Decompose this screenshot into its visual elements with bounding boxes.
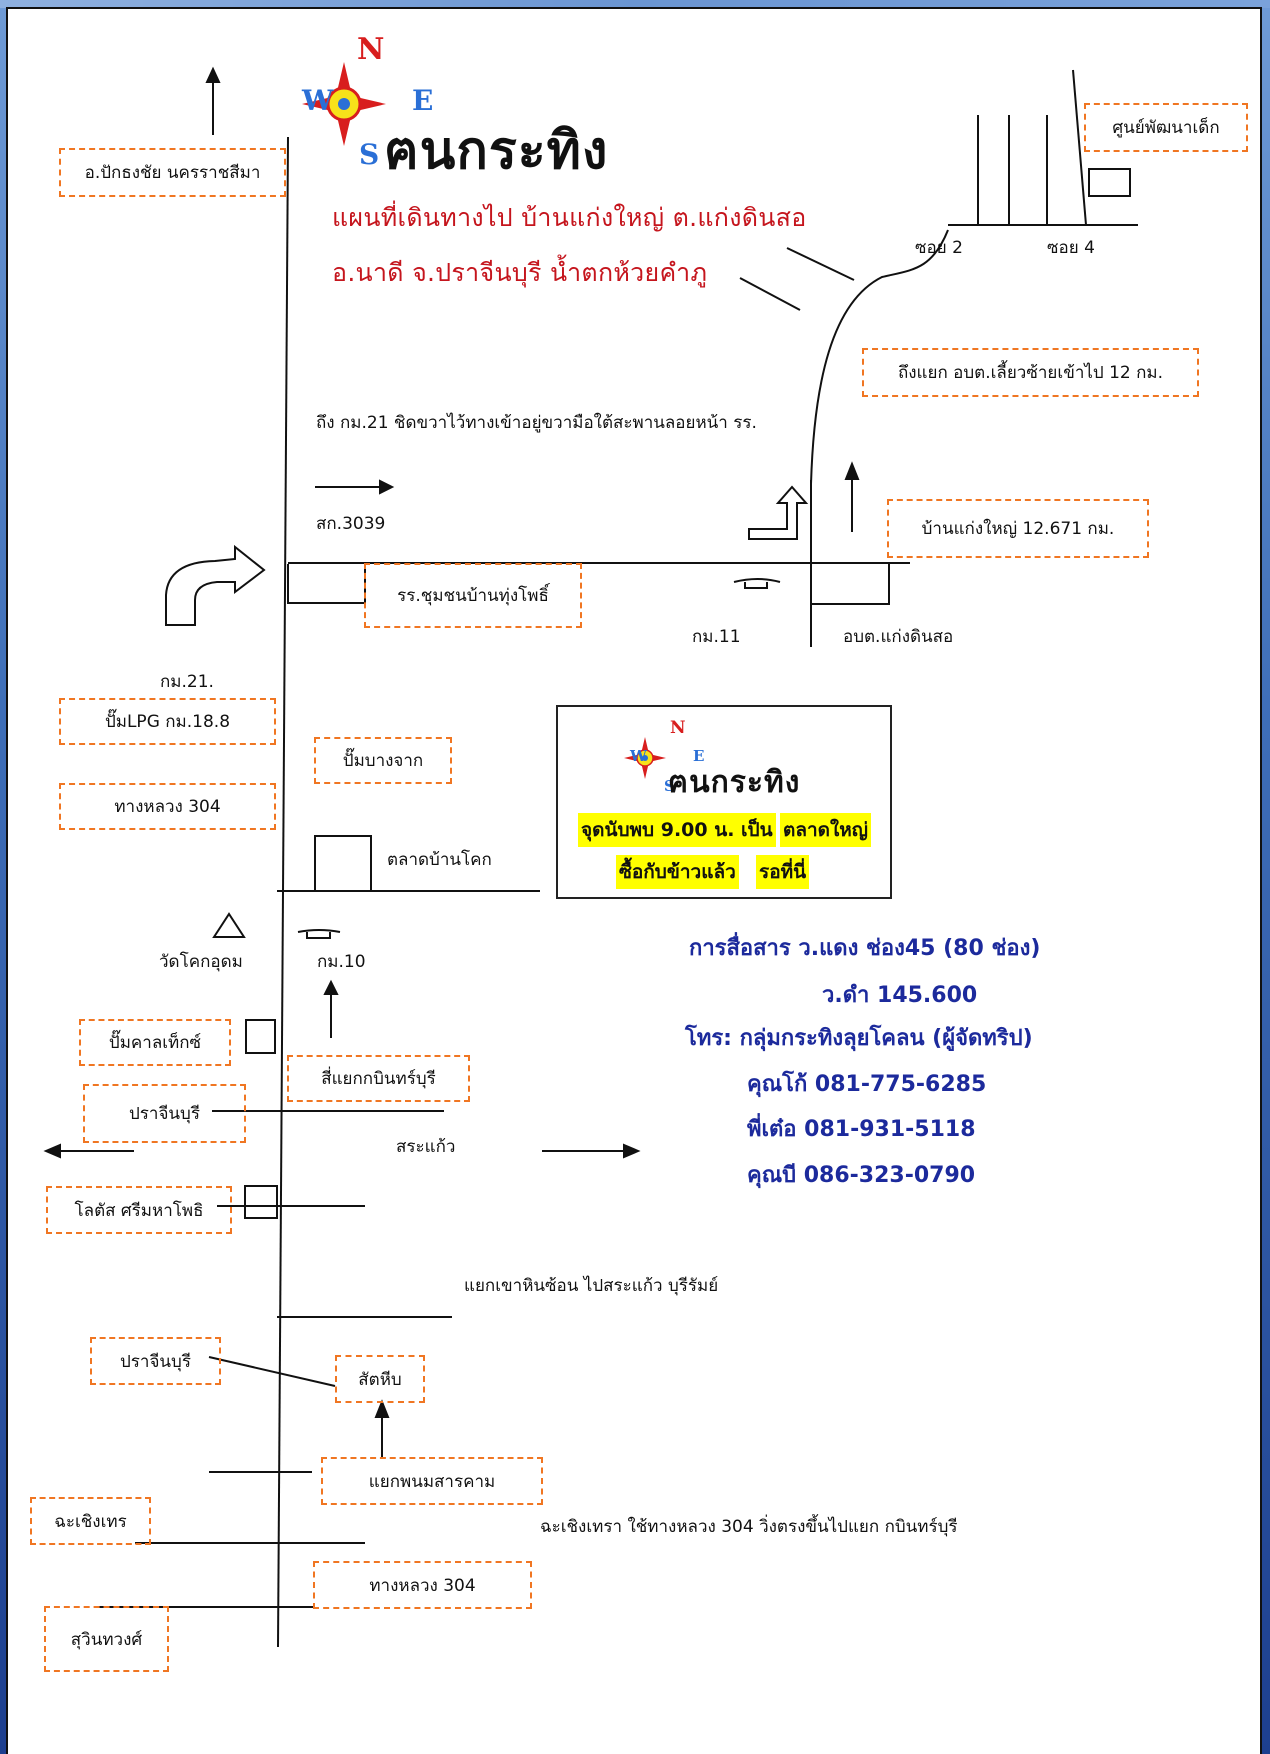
box-kabin-buri-junction: สี่แยกกบินทร์บุรี: [287, 1055, 470, 1102]
map-title-line1: แผนที่เดินทางไป บ้านแก่งใหญ่ ต.แก่งดินสอ: [332, 203, 807, 232]
compass-south: S: [359, 138, 380, 171]
box-suwinthawong: สุวินทวงศ์: [44, 1606, 169, 1672]
curved-road-to-soi: [810, 229, 949, 485]
soi-line-4: [1072, 69, 1087, 226]
meeting-time: จุดนับพบ 9.00 น. เป็น: [578, 813, 776, 847]
road-3039-arrow-head: [379, 479, 395, 495]
box-ban-kaeng-yai: บ้านแก่งใหญ่ 12.671 กม.: [887, 499, 1149, 558]
child-center-building: [1088, 168, 1131, 197]
compass-south-small: S: [664, 777, 675, 795]
box-caltex-pump: ปั๊มคาลเท็กซ์: [79, 1019, 231, 1066]
right-arrow-head: [623, 1143, 641, 1159]
compass-north-small: N: [670, 718, 686, 738]
obt-building: [811, 564, 890, 605]
box-child-center: ศูนย์พัฒนาเด็ก: [1084, 103, 1248, 152]
school-building: [287, 564, 366, 604]
compass-north: N: [357, 32, 385, 67]
box-bang-chak-pump: ปั๊มบางจาก: [314, 737, 452, 784]
compass-rose-icon: [302, 62, 386, 146]
brand-name: ฅนกระทิง: [384, 121, 609, 181]
label-khao-hin-son: แยกเขาหินซ้อน ไปสระแก้ว บุรีรัมย์: [464, 1276, 719, 1296]
label-soi-2: ซอย 2: [915, 238, 963, 258]
compass-rose-icon-small: [624, 737, 666, 779]
pointer-line-2: [739, 277, 801, 311]
box-obt-turn-left: ถึงแยก อบต.เลี้ยวซ้ายเข้าไป 12 กม.: [862, 348, 1199, 397]
box-pak-thong-chai: อ.ปักธงชัย นครราชสีมา: [59, 148, 286, 197]
km10-arrow-head: [323, 979, 339, 995]
label-obt-kaeng-din-so: อบต.แก่งดินสอ: [843, 627, 954, 647]
temple-triangle: [212, 912, 246, 938]
label-km11: กม.11: [692, 627, 741, 647]
box-prachin-buri-2: ปราจีนบุรี: [90, 1337, 221, 1385]
right-then-up-arrow: [748, 485, 809, 540]
contact-phone-toe[interactable]: พี่เต๋อ 081-931-5118: [747, 1117, 976, 1142]
box-highway-304-top: ทางหลวง 304: [59, 783, 276, 830]
label-km21: กม.21.: [160, 672, 214, 692]
compass-west: W: [302, 84, 334, 117]
box-chachoengsao: ฉะเชิงเทร: [30, 1497, 151, 1545]
contact-phone-bee[interactable]: คุณบี 086-323-0790: [747, 1163, 976, 1188]
box-school-thung-pho: รร.ชุมชนบ้านทุ่งโพธิ์: [364, 563, 582, 628]
box-sat-hip: สัตหีบ: [335, 1355, 425, 1403]
box-prachin-buri-1: ปราจีนบุรี: [83, 1084, 246, 1143]
caltex-building: [245, 1019, 276, 1054]
box-highway-304-bottom: ทางหลวง 304: [313, 1561, 532, 1609]
map-title-line2: อ.นาดี จ.ปราจีนบุรี น้ำตกห้วยคำภู: [332, 258, 708, 287]
prachin-sat-hip-road: [208, 1356, 336, 1387]
sat-hip-arrow-head: [374, 1399, 390, 1418]
meeting-place: ตลาดใหญ่: [780, 813, 871, 847]
label-wat-khok-udom: วัดโคกอุดม: [159, 952, 243, 972]
label-road-3039: สก.3039: [316, 514, 386, 534]
label-km10: กม.10: [317, 952, 366, 972]
label-chachoengsao-note: ฉะเชิงเทรา ใช้ทางหลวง 304 วิ่งตรงขึ้นไปแ…: [540, 1517, 958, 1537]
window-frame-top: [0, 0, 1270, 8]
label-talat-ban-khok: ตลาดบ้านโคก: [387, 850, 492, 870]
box-lpg-pump: ปั๊มLPG กม.18.8: [59, 698, 276, 745]
left-arrow-head: [43, 1143, 61, 1159]
meeting-point-box: N W E S ฅนกระทิง จุดนับพบ 9.00 น. เป็น ต…: [556, 705, 892, 899]
overpass-km10: [297, 929, 341, 939]
talat-building: [314, 835, 372, 892]
meeting-note-wait: รอที่นี่: [756, 855, 810, 889]
up-arrow-head: [844, 461, 860, 480]
contact-radio-red: การสื่อสาร ว.แดง ช่อง45 (80 ช่อง): [689, 936, 1041, 961]
meeting-brand-name: ฅนกระทิง: [668, 765, 801, 800]
box-phanom-sarakham: แยกพนมสารคาม: [321, 1457, 543, 1505]
road-map-drawing: [43, 66, 1138, 1648]
label-sa-kaeo: สระแก้ว: [396, 1137, 456, 1157]
contact-phone-ko[interactable]: คุณโก้ 081-775-6285: [747, 1072, 987, 1097]
contact-radio-black: ว.ดำ 145.600: [822, 983, 978, 1008]
label-km21-note: ถึง กม.21 ชิดขวาไว้ทางเข้าอยู่ขวามือใต้ส…: [316, 413, 757, 433]
label-soi-4: ซอย 4: [1047, 238, 1095, 258]
overpass-km11: [733, 578, 781, 589]
map-page: N W E S ฅนกระทิง แผนที่เดินทางไป บ้านแก่…: [6, 7, 1262, 1754]
contact-organizer: โทร: กลุ่มกระทิงลุยโคลน (ผู้จัดทริป): [685, 1026, 1033, 1051]
meeting-note-buy: ซื้อกับข้าวแล้ว: [616, 855, 739, 889]
curved-right-arrow: [165, 544, 266, 626]
lotus-building: [244, 1185, 278, 1219]
compass-west-small: W: [630, 747, 647, 765]
compass-east-small: E: [693, 747, 705, 765]
compass-east: E: [412, 84, 434, 117]
north-arrow-head: [205, 66, 221, 83]
pointer-line-1: [786, 247, 855, 281]
box-lotus: โลตัส ศรีมหาโพธิ: [46, 1186, 232, 1234]
